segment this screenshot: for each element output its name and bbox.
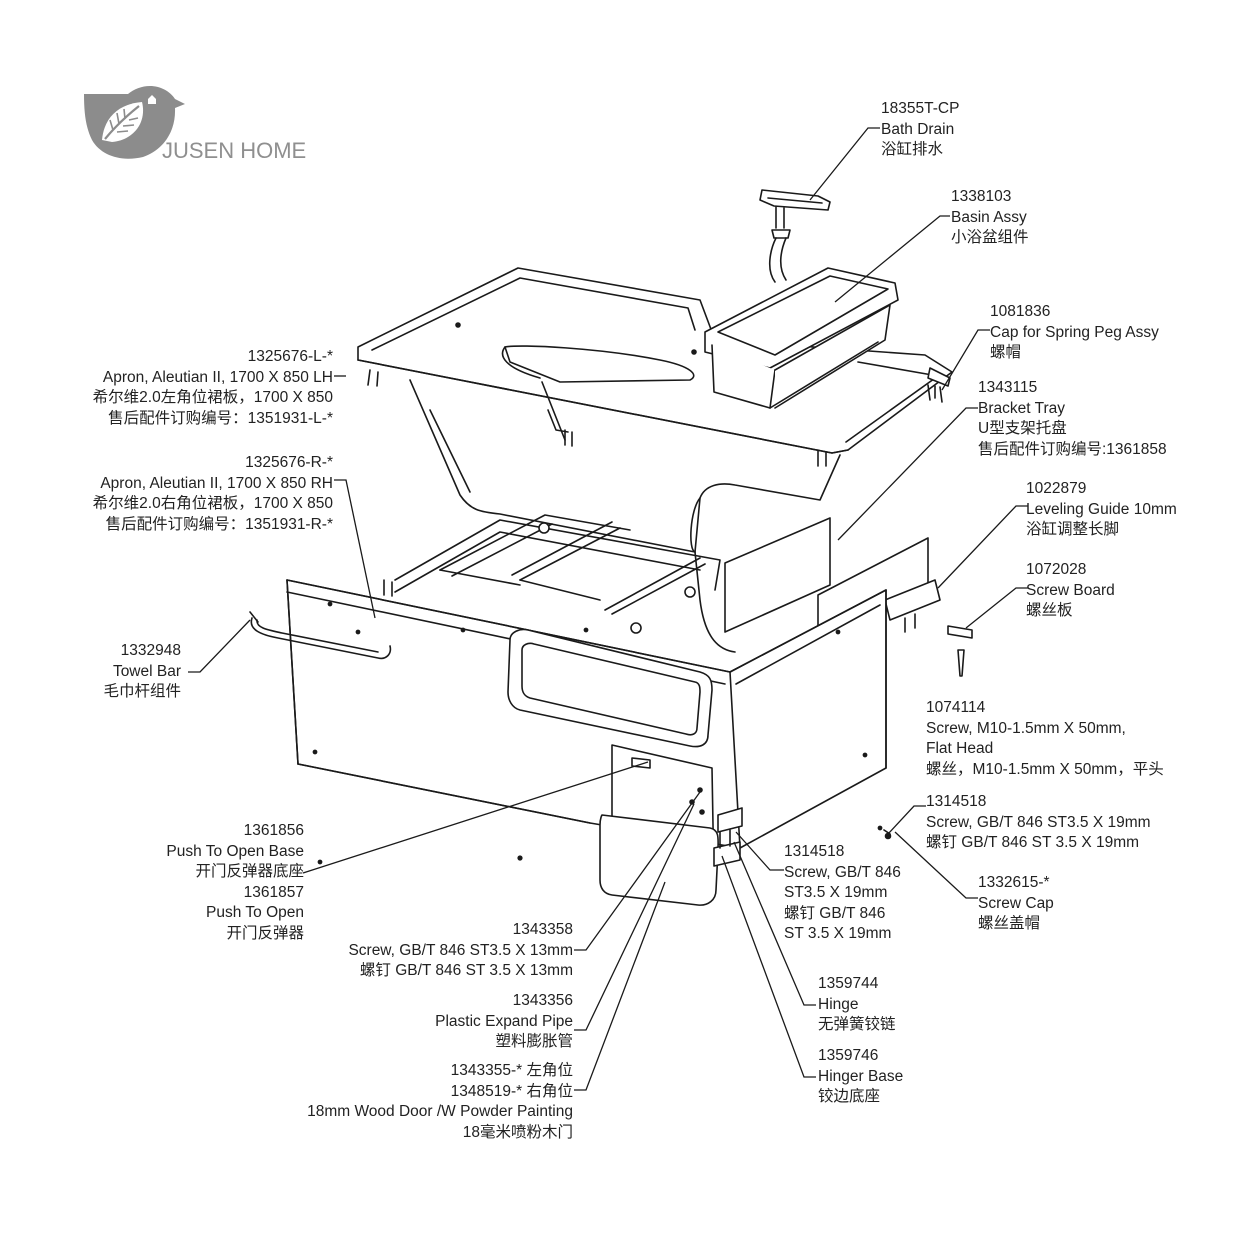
apron-panel: [286, 579, 887, 865]
basin: [704, 267, 899, 409]
towel-bar: [249, 611, 392, 660]
label-apron-lh: 1325676-L-*Apron, Aleutian II, 1700 X 85…: [92, 348, 333, 427]
leader-lines: [188, 127, 1028, 1091]
hinge-set: [713, 807, 743, 867]
bathtub-shell: [357, 267, 953, 653]
label-apron-rh: 1325676-R-*Apron, Aleutian II, 1700 X 85…: [92, 454, 333, 533]
wood-door: [599, 744, 719, 906]
brand-name: JUSEN HOME: [162, 138, 307, 163]
brand-logo-icon: [84, 86, 185, 159]
support-frame: [383, 514, 721, 634]
hardware-right: [877, 367, 973, 840]
bath-drain: [759, 189, 831, 283]
